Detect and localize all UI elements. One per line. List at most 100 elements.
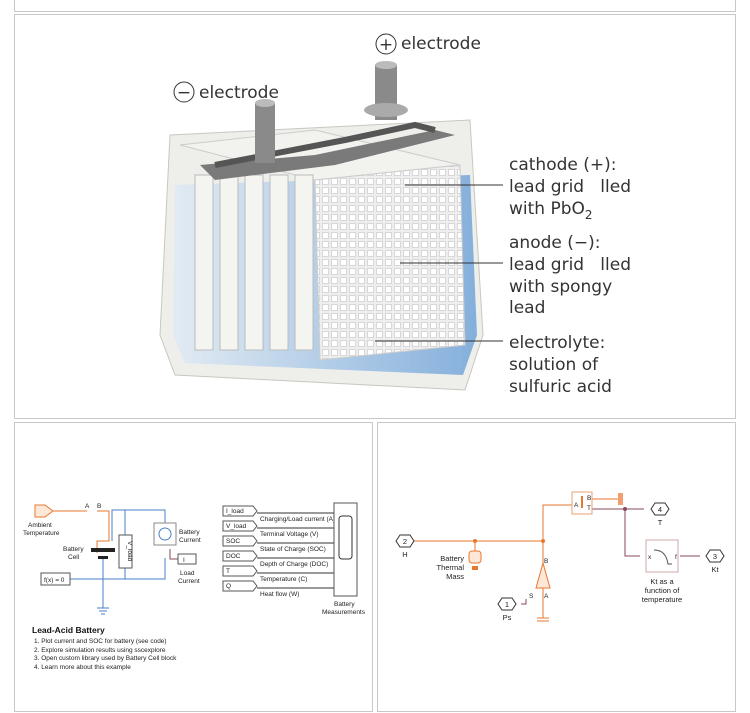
- svg-text:Kt as a: Kt as a: [650, 577, 674, 586]
- svg-text:DOC: DOC: [226, 553, 241, 560]
- svg-text:Current: Current: [179, 537, 201, 544]
- link-plot-current[interactable]: 1. Plot current and SOC for battery (see…: [34, 638, 167, 645]
- svg-text:T: T: [226, 568, 230, 575]
- cathode-label: cathode (+): lead grid lled with PbO2: [509, 155, 631, 222]
- thermal-connections: [53, 510, 110, 553]
- svg-text:Mass: Mass: [446, 572, 464, 581]
- port-t[interactable]: 4 T: [650, 502, 670, 527]
- battery-case: [159, 119, 484, 391]
- svg-text:Battery: Battery: [63, 546, 84, 553]
- svg-text:Measurements: Measurements: [322, 609, 366, 616]
- model-title: Lead-Acid Battery: [32, 625, 105, 635]
- svg-text:SOC: SOC: [226, 538, 240, 545]
- signal-label: Depth of Charge (DOC): [260, 561, 328, 568]
- load-current-block[interactable]: I Load Current: [177, 553, 200, 585]
- temperature-sensor[interactable]: A B T: [571, 491, 593, 515]
- svg-text:S: S: [529, 593, 534, 600]
- svg-text:3: 3: [713, 552, 717, 561]
- svg-text:Thermal: Thermal: [436, 563, 464, 572]
- electrical-connections: [70, 509, 166, 608]
- goto-tag[interactable]: Q Heat flow (W): [222, 580, 334, 598]
- svg-text:Battery: Battery: [440, 554, 464, 563]
- signal-label: Heat flow (W): [260, 591, 299, 598]
- svg-text:Cell: Cell: [68, 554, 80, 561]
- signal-connections: [521, 508, 700, 605]
- svg-text:B: B: [587, 495, 591, 502]
- goto-tag[interactable]: DOC Depth of Charge (DOC): [222, 550, 334, 568]
- svg-text:Load: Load: [180, 570, 195, 577]
- heat-flow-source[interactable]: B A S: [529, 558, 551, 600]
- svg-text:T: T: [658, 518, 663, 527]
- link-learn-more[interactable]: 4. Learn more about this example: [34, 664, 131, 671]
- goto-tag[interactable]: T Temperature (C): [222, 565, 334, 583]
- svg-text:Kt: Kt: [711, 565, 719, 574]
- svg-text:electrolyte:: electrolyte:: [509, 333, 605, 353]
- svg-text:A: A: [544, 593, 549, 600]
- leader-lines: [375, 184, 503, 342]
- battery-diagram: + electrode − electrode cathode (+): lea…: [159, 33, 631, 397]
- thermal-model-panel[interactable]: 2 H Battery Thermal Mass B A S 1 Ps A B …: [377, 422, 736, 712]
- battery-thermal-mass[interactable]: Battery Thermal Mass: [436, 550, 482, 581]
- port-h[interactable]: 2 H: [395, 534, 415, 559]
- signal-label: State of Charge (SOC): [260, 546, 326, 553]
- svg-text:V_load: V_load: [126, 541, 133, 562]
- svg-text:anode (−):: anode (−):: [509, 233, 600, 253]
- port-ps[interactable]: 1 Ps: [497, 597, 517, 622]
- signal-label: Terminal Voltage (V): [260, 531, 319, 538]
- port-kt[interactable]: 3 Kt: [705, 549, 725, 574]
- link-open-library[interactable]: 3. Open custom library used by Battery C…: [34, 655, 177, 662]
- svg-text:lead grid lled: lead grid lled: [509, 177, 631, 197]
- anode-label: anode (−): lead grid lled with spongy le…: [509, 233, 631, 318]
- svg-text:f: f: [675, 554, 677, 561]
- positive-terminal: [364, 61, 408, 120]
- plates: [194, 174, 314, 351]
- svg-text:cathode (+):: cathode (+):: [509, 155, 617, 175]
- svg-text:A: A: [574, 502, 579, 509]
- svg-text:B: B: [544, 558, 548, 565]
- svg-text:function of: function of: [645, 586, 681, 595]
- ground-icon: [97, 607, 109, 615]
- svg-text:Ps: Ps: [503, 613, 512, 622]
- svg-text:lead: lead: [509, 298, 545, 318]
- svg-text:Temperature: Temperature: [23, 530, 60, 537]
- v-load-block[interactable]: V_load: [118, 534, 133, 569]
- model-links: 1. Plot current and SOC for battery (see…: [34, 638, 177, 671]
- thermal-reference: [618, 493, 623, 505]
- svg-text:A: A: [85, 503, 90, 510]
- svg-text:Battery: Battery: [334, 601, 355, 608]
- ground-icon: [537, 617, 549, 622]
- svg-text:I: I: [183, 557, 185, 564]
- negative-terminal: [255, 99, 275, 163]
- negative-electrode-label: − electrode: [173, 81, 279, 103]
- svg-text:Battery: Battery: [179, 529, 200, 536]
- battery-measurements-scope[interactable]: Battery Measurements: [322, 502, 366, 616]
- battery-current-sensor[interactable]: Battery Current: [153, 522, 201, 546]
- svg-text:Current: Current: [178, 578, 200, 585]
- svg-text:lead grid lled: lead grid lled: [509, 255, 631, 275]
- svg-text:1: 1: [505, 600, 509, 609]
- goto-tag[interactable]: SOC State of Charge (SOC): [222, 535, 334, 553]
- svg-text:electrode: electrode: [401, 34, 481, 54]
- svg-text:−: −: [177, 83, 191, 103]
- positive-electrode-label: + electrode: [375, 33, 481, 55]
- svg-text:B: B: [97, 503, 101, 510]
- svg-text:T: T: [587, 505, 591, 512]
- signal-label: Temperature (C): [260, 576, 307, 583]
- kt-lookup-table[interactable]: x f Kt as a function of temperature: [642, 539, 682, 604]
- svg-text:+: +: [379, 35, 393, 55]
- solver-configuration-block[interactable]: f(x) = 0: [40, 572, 71, 586]
- svg-text:x: x: [648, 554, 652, 561]
- battery-cell-block[interactable]: Battery Cell: [63, 546, 115, 561]
- svg-text:f(x) = 0: f(x) = 0: [44, 577, 65, 584]
- svg-text:temperature: temperature: [642, 595, 682, 604]
- svg-text:electrode: electrode: [199, 83, 279, 103]
- svg-text:Q: Q: [226, 583, 231, 590]
- link-explore-results[interactable]: 2. Explore simulation results using ssce…: [34, 647, 166, 654]
- svg-text:with spongy: with spongy: [509, 277, 612, 297]
- ambient-temperature-block[interactable]: Ambient Temperature: [23, 504, 60, 537]
